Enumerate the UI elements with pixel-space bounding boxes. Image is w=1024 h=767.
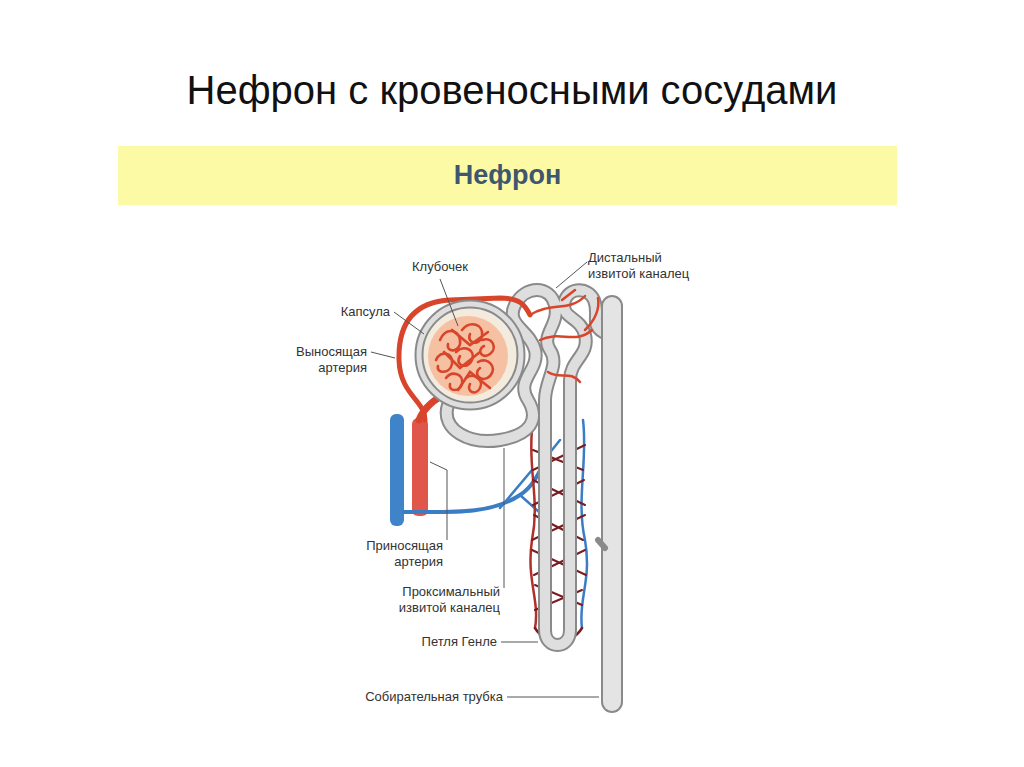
- capsule-outline: [419, 304, 521, 406]
- part-label: Приносящая артерия: [333, 538, 443, 570]
- glomerulus-loops: [436, 324, 494, 392]
- heading-band: Нефрон: [118, 146, 897, 205]
- loop: [480, 339, 493, 356]
- capillary: [581, 420, 587, 628]
- slide-title: Нефрон с кровеносными сосудами: [0, 68, 1024, 113]
- title-text: Нефрон с кровеносными сосудами: [187, 68, 838, 112]
- capillary: [530, 430, 536, 628]
- leader-line: [507, 697, 599, 698]
- leader-line: [394, 312, 424, 334]
- part-name: Петля Генле: [380, 634, 497, 650]
- duct-branch: [598, 540, 605, 548]
- glomerulus: [428, 316, 508, 396]
- loop: [444, 330, 490, 390]
- part-name: Дистальный извитой каналец: [588, 250, 700, 282]
- loop: [477, 360, 493, 379]
- arterioles: [399, 290, 598, 420]
- part-label: Клубочек: [390, 259, 490, 275]
- part-name: Клубочек: [390, 259, 490, 275]
- leader-lines: [371, 262, 599, 697]
- vessel-trunk: [390, 414, 428, 526]
- part-label: Дистальный извитой каналец: [588, 250, 700, 282]
- renal-corpuscle: [419, 304, 521, 406]
- artery: [412, 418, 428, 516]
- leader-line: [371, 352, 395, 358]
- leader-line: [430, 462, 447, 540]
- leader-line: [556, 262, 587, 288]
- heading-text: Нефрон: [454, 160, 561, 191]
- part-name: Выносящая артерия: [267, 344, 367, 376]
- part-name: Капсула: [300, 304, 390, 320]
- peritubular-capillary: [530, 290, 598, 382]
- leader-line: [440, 279, 458, 326]
- capsule: [419, 304, 521, 406]
- efferent-arteriole: [399, 298, 530, 420]
- vein: [390, 414, 404, 526]
- part-label: Петля Генле: [380, 634, 497, 650]
- vein-branch: [404, 455, 548, 512]
- collecting-duct-outline: [601, 306, 623, 702]
- part-name: Проксимальный извитой каналец: [388, 584, 500, 616]
- collecting-duct: [603, 306, 621, 702]
- part-label: Капсула: [300, 304, 390, 320]
- part-name: Собирательная трубка: [290, 689, 503, 705]
- leader-line: [504, 448, 505, 588]
- part-label: Проксимальный извитой каналец: [388, 584, 500, 616]
- part-name: Приносящая артерия: [333, 538, 443, 570]
- part-label: Собирательная трубка: [290, 689, 503, 705]
- part-label: Выносящая артерия: [267, 344, 367, 376]
- leader-line: [501, 642, 538, 643]
